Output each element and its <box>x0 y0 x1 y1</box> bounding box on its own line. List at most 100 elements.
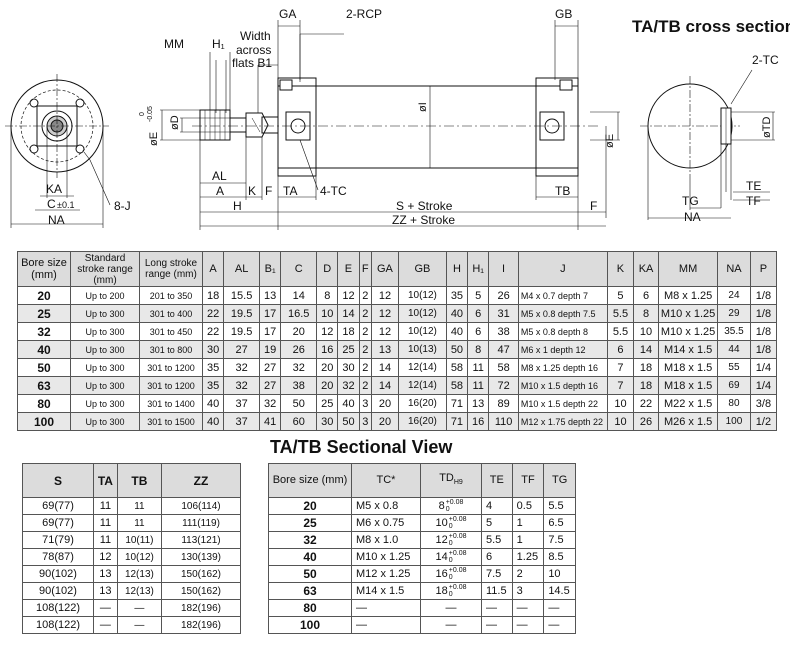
table-cell: 10 <box>606 412 635 431</box>
table-cell: 11 <box>93 531 118 549</box>
tol-lower: 0 <box>448 573 453 581</box>
table-cell: — <box>93 599 118 617</box>
table-cell: Up to 200 <box>70 286 140 305</box>
table-cell: 40 <box>17 340 71 359</box>
table-cell: 7.5 <box>481 565 513 583</box>
table-cell: 2 <box>358 304 372 323</box>
td-value: 10 <box>435 516 448 529</box>
rod-end-view <box>5 74 111 228</box>
tatb-cross-section-view <box>640 69 775 220</box>
label-c-tol: ±0.1 <box>57 200 74 210</box>
table-cell: 38 <box>280 376 318 395</box>
table-cell: 14.5 <box>543 582 576 600</box>
label-f: F <box>265 184 272 198</box>
table-cell: 1/4 <box>749 376 778 395</box>
td-value: 18 <box>435 584 448 597</box>
header-bore-size: Bore size (mm) <box>268 463 352 498</box>
table-cell: 16.5 <box>280 304 318 323</box>
header-td: TDH9 <box>420 463 482 498</box>
table-cell: Up to 300 <box>70 340 140 359</box>
table-cell: 4 <box>481 497 513 515</box>
table-cell: 5.5 <box>606 304 635 323</box>
table-cell: 2 <box>358 340 372 359</box>
table-cell: 27 <box>223 340 261 359</box>
table-cell: M18 x 1.5 <box>658 376 719 395</box>
table-cell: Up to 300 <box>70 304 140 323</box>
table-cell: — <box>481 599 513 617</box>
table-cell: 16(20) <box>397 412 447 431</box>
table-cell: 3/8 <box>749 394 778 413</box>
table-cell: M10 x 1.25 <box>658 322 719 341</box>
table-header-row: Bore size (mm) TC* TDH9 TE TF TG <box>268 463 576 498</box>
header-td-tolerance: H9 <box>453 479 463 487</box>
table-cell: 32 <box>259 394 282 413</box>
header-td-label: TD <box>439 471 454 484</box>
table-cell: 31 <box>488 304 519 323</box>
table-cell: 301 to 1200 <box>139 358 203 377</box>
table-cell: M6 x 1 depth 12 <box>517 340 608 359</box>
table-cell: 130(139) <box>161 548 241 566</box>
table-cell: — <box>420 599 482 617</box>
table-cell: 47 <box>488 340 519 359</box>
table-cell: 2 <box>358 286 372 305</box>
table-cell: 69(77) <box>22 497 94 515</box>
table-cell: 8.5 <box>543 548 576 566</box>
table-cell: 8 <box>632 304 660 323</box>
table-cell: 40 <box>201 412 225 431</box>
table-cell: 5.5 <box>481 531 513 549</box>
table-cell: 50 <box>17 358 71 377</box>
table-cell: — <box>93 616 118 634</box>
table-cell: Up to 300 <box>70 358 140 377</box>
header-gb: GB <box>397 251 447 287</box>
label-te: TE <box>746 179 761 193</box>
table-cell: 32 <box>268 531 352 549</box>
label-k: K <box>248 184 256 198</box>
table-cell: 301 to 1400 <box>139 394 203 413</box>
table-cell: Up to 300 <box>70 376 140 395</box>
table-cell: 37 <box>223 394 261 413</box>
table-cell: 12 <box>93 548 118 566</box>
tol-lower: 0 <box>448 556 453 564</box>
label-na-right: NA <box>684 210 701 224</box>
table-cell: 1/2 <box>749 412 778 431</box>
table-cell: 18 <box>337 322 360 341</box>
tol-upper: +0.08 <box>448 549 467 557</box>
table-cell: 3 <box>358 412 372 431</box>
table-cell: 1/8 <box>749 286 778 305</box>
table-cell: M8 x 1.25 <box>658 286 719 305</box>
table-cell: 5.5 <box>543 497 576 515</box>
tol-lower: 0 <box>448 590 453 598</box>
label-oe: øE <box>148 132 160 146</box>
table-cell: 11 <box>116 497 163 515</box>
table-cell: 7 <box>606 358 635 377</box>
table-cell: 10 <box>316 304 339 323</box>
table-cell: 6 <box>632 286 660 305</box>
label-tg: TG <box>682 194 699 208</box>
table-cell: 26 <box>632 412 660 431</box>
table-cell: 40 <box>445 322 469 341</box>
header-e: E <box>337 251 360 287</box>
table-cell: M12 x 1.25 <box>351 565 421 583</box>
td-value: 12 <box>435 533 448 546</box>
table-cell: — <box>351 599 421 617</box>
table-cell: M5 x 0.8 <box>351 497 421 515</box>
header-h: H <box>445 251 469 287</box>
table-cell: 25 <box>337 340 360 359</box>
table-cell: M6 x 0.75 <box>351 514 421 532</box>
table-cell: 2 <box>358 376 372 395</box>
table-cell: 26 <box>488 286 519 305</box>
table-cell: 16 <box>467 412 490 431</box>
label-j: 8-J <box>114 199 131 213</box>
table-cell: 20 <box>316 376 339 395</box>
table-cell: 14 <box>632 340 660 359</box>
table-cell: 6.5 <box>543 514 576 532</box>
label-od: øD <box>169 115 181 130</box>
